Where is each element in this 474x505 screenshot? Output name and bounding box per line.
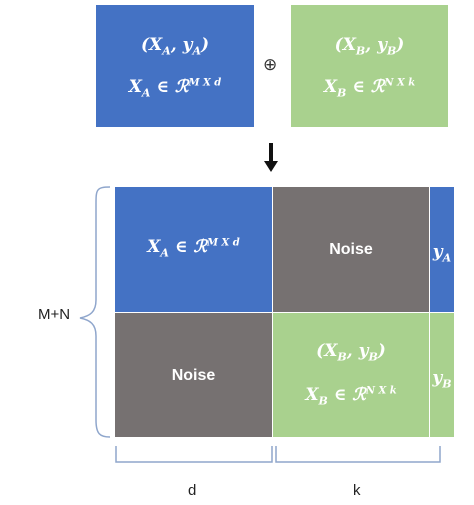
k-label: k <box>353 482 361 499</box>
noise-label-top: Noise <box>329 241 373 258</box>
k-bracket <box>275 446 441 463</box>
concat-operator: ⊕ <box>263 55 278 74</box>
dataset-b-box: (XB, yB) XB ∈ ℛN X k <box>291 5 448 127</box>
dataset-b-membership: XB ∈ ℛN X k <box>323 77 416 100</box>
label-y-a: yA <box>432 242 452 265</box>
grid-bottom-middle-membership: XB ∈ ℛN X k <box>305 385 397 408</box>
rows-brace <box>79 186 111 438</box>
grid-bottom-right-cell: yB <box>430 313 454 437</box>
rows-label: M+N <box>38 306 71 323</box>
d-bracket <box>115 446 273 463</box>
down-arrow-icon <box>263 143 279 173</box>
grid-top-right-cell: yA <box>430 187 454 312</box>
grid-top-middle-cell: Noise <box>273 187 429 312</box>
dataset-a-membership: XA ∈ ℛM X d <box>128 77 222 100</box>
grid-bottom-middle-cell: (XB, yB) XB ∈ ℛN X k <box>273 313 429 437</box>
dataset-a-box: (XA, yA) XA ∈ ℛM X d <box>96 5 254 127</box>
grid-bottom-middle-pair: (XB, yB) <box>316 341 386 364</box>
noise-label-bottom: Noise <box>171 367 216 384</box>
grid-top-left-membership: XA ∈ ℛM X d <box>147 237 240 260</box>
label-y-b: yB <box>432 368 452 391</box>
grid-bottom-left-cell: Noise <box>115 313 272 437</box>
dataset-b-pair: (XB, yB) <box>334 35 405 58</box>
dataset-a-pair: (XA, yA) <box>140 35 210 58</box>
d-label: d <box>188 482 197 499</box>
grid-top-left-cell: XA ∈ ℛM X d <box>115 187 272 312</box>
